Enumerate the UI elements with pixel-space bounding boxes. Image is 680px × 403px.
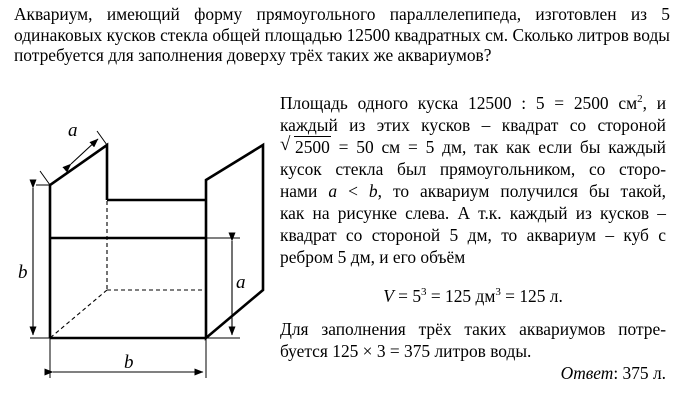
label-b-bottom: b: [124, 352, 134, 373]
solution-line-10: Для заполнения трёх таких аквариумов пот…: [280, 319, 666, 339]
label-a-top: a: [68, 120, 78, 141]
aquarium-figure: a b a b: [18, 120, 265, 378]
answer: Ответ: 375 л.: [560, 363, 666, 383]
dim-a-top: [62, 138, 99, 173]
volume-formula: V = 53 = 125 дм3 = 125 л.: [383, 286, 563, 306]
solution-line-2: каждый из этих кусков – квадрат со сторо…: [280, 115, 666, 135]
visible-edges: [48, 142, 265, 341]
solution: Площадь одного куска 12500 : 5 = 2500 см…: [280, 92, 666, 384]
solution-line-7: квадрат со стороной 5 дм, то аквариум – …: [280, 225, 666, 245]
solution-line-1: Площадь одного куска 12500 : 5 = 2500 см…: [280, 93, 666, 113]
solution-line-8: ребром 5 дм, и его объём: [280, 247, 466, 267]
dimension-arrows: [29, 138, 236, 376]
sqrt-expression: √2500: [280, 134, 331, 157]
solution-line-6: как на рисунке слева. А т.к. каждый из к…: [280, 203, 666, 223]
hidden-edges: [49, 145, 206, 339]
solution-line-5: нами a < b, то аквариум получился бы так…: [280, 181, 666, 201]
solution-line-3: √2500 = 50 см = 5 дм, так как если бы ка…: [280, 134, 666, 157]
solution-line-11: буется 125 × 3 = 375 литров воды.: [280, 341, 532, 361]
extension-lines: [30, 130, 240, 378]
label-b-left: b: [18, 262, 28, 283]
problem-statement: Аквариум, имеющий форму прямоугольного п…: [14, 4, 670, 65]
solution-line-4: кусок стекла был прямоугольником, со сто…: [280, 159, 666, 179]
label-a-right: a: [236, 272, 246, 293]
